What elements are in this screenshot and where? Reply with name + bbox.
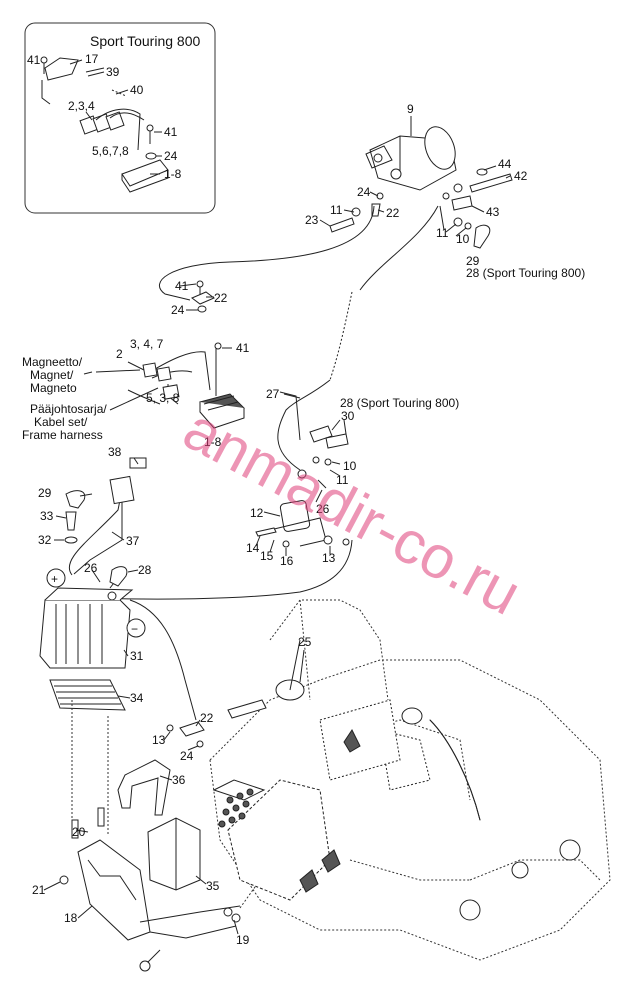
callout-24b: 24 [171,303,185,317]
callout-38: 38 [108,445,122,459]
callout-34: 34 [130,691,144,705]
inset-callout-2-3-4: 2,3,4 [68,99,95,113]
callout-28a: 28 (Sport Touring 800) [466,266,585,280]
callout-20: 20 [72,825,86,839]
callout-15: 15 [260,549,274,563]
terminal-caps [65,425,349,587]
magneto-annotation: Magneetto/ Magnet/ Magneto [22,355,93,395]
inset-callout-17: 17 [85,52,99,66]
callout-11a: 11 [330,203,343,217]
callout-41a: 41 [175,279,189,293]
inset-panel: Sport Touring 800 41 [24,22,216,214]
engine-fins [218,788,254,828]
callout-9: 9 [407,102,414,116]
callout-30: 30 [341,409,355,423]
inset-callout-41: 41 [27,53,41,67]
voltage-regulator [199,342,245,429]
callout-29b: 29 [38,486,52,500]
callout-10a: 10 [456,232,470,246]
fuse [73,457,147,575]
battery-bolt [64,511,78,544]
callout-23: 23 [305,213,319,227]
callout-41b: 41 [236,341,250,355]
plus-terminal-label: + [51,572,58,586]
callout-2: 2 [116,347,123,361]
battery-strap [117,759,171,816]
callout-37: 37 [126,534,140,548]
callout-5-3-8: 5, 3, 8 [146,391,180,405]
callout-27: 27 [266,387,280,401]
callout-26a: 26 [316,502,330,516]
harness-connectors [142,362,180,400]
callout-31: 31 [130,649,144,663]
harness-line-1: Pääjohtosarja/ [30,402,107,416]
callout-36: 36 [172,773,186,787]
callout-1-8: 1-8 [204,435,222,449]
callout-13a: 13 [322,551,336,565]
harness-annotation: Pääjohtosarja/ Kabel set/ Frame harness [22,402,107,442]
callout-32: 32 [38,533,52,547]
inset-callout-40: 40 [130,83,144,97]
callout-3-4-7: 3, 4, 7 [130,337,164,351]
callout-21: 21 [32,883,46,897]
harness-line-2: Kabel set/ [34,415,88,429]
callout-43: 43 [486,205,500,219]
callout-13b: 13 [152,733,166,747]
callout-42: 42 [514,169,528,183]
callouts: 9 44 42 24 11 22 23 43 11 10 29 28 (Spor… [32,102,585,947]
callout-26b: 26 [84,561,98,575]
watermark: anmadir-co.ru [173,395,531,628]
callout-22b: 22 [214,291,228,305]
wiring [68,205,439,721]
callout-11b: 11 [436,226,449,240]
minus-terminal-label: − [131,622,138,636]
callout-11c: 11 [336,473,349,487]
leader-lines [43,116,511,935]
callout-14: 14 [246,541,260,555]
callout-28c: 28 [138,563,152,577]
inset-callout-39: 39 [106,65,120,79]
callout-16: 16 [280,554,294,568]
inset-title: Sport Touring 800 [90,33,200,49]
callout-19: 19 [236,933,250,947]
inset-callout-5-6-7-8: 5,6,7,8 [92,144,129,158]
starter-relay [255,456,350,548]
battery-tray [59,807,241,972]
callout-24a: 24 [357,185,371,199]
lower-ground-fastener [166,721,205,748]
inset-connectors [79,108,145,151]
inset-callout-24: 24 [164,149,178,163]
vehicle-frame [209,599,611,961]
callout-25: 25 [298,635,312,649]
callout-24c: 24 [180,749,194,763]
magneto-line-2: Magnet/ [30,368,74,382]
callout-18: 18 [64,911,78,925]
callout-10b: 10 [343,459,357,473]
ground-fastener [191,280,215,313]
magneto-line-1: Magneetto/ [22,355,83,369]
battery: + − [39,568,146,669]
battery-pad [49,679,126,711]
callout-44: 44 [498,157,512,171]
inset-regulator [121,159,169,193]
callout-12: 12 [250,506,264,520]
inset-callout-41b: 41 [164,125,178,139]
callout-33: 33 [40,509,54,523]
harness-line-3: Frame harness [22,428,103,442]
callout-35: 35 [206,879,220,893]
battery-cover [147,817,201,891]
starter-motor [365,120,457,191]
callout-28b: 28 (Sport Touring 800) [340,396,459,410]
callout-22c: 22 [200,711,214,725]
magneto-line-3: Magneto [30,381,77,395]
callout-22a: 22 [386,206,400,220]
callout-29a: 29 [466,254,480,268]
inset-callout-1-8: 1-8 [164,167,182,181]
